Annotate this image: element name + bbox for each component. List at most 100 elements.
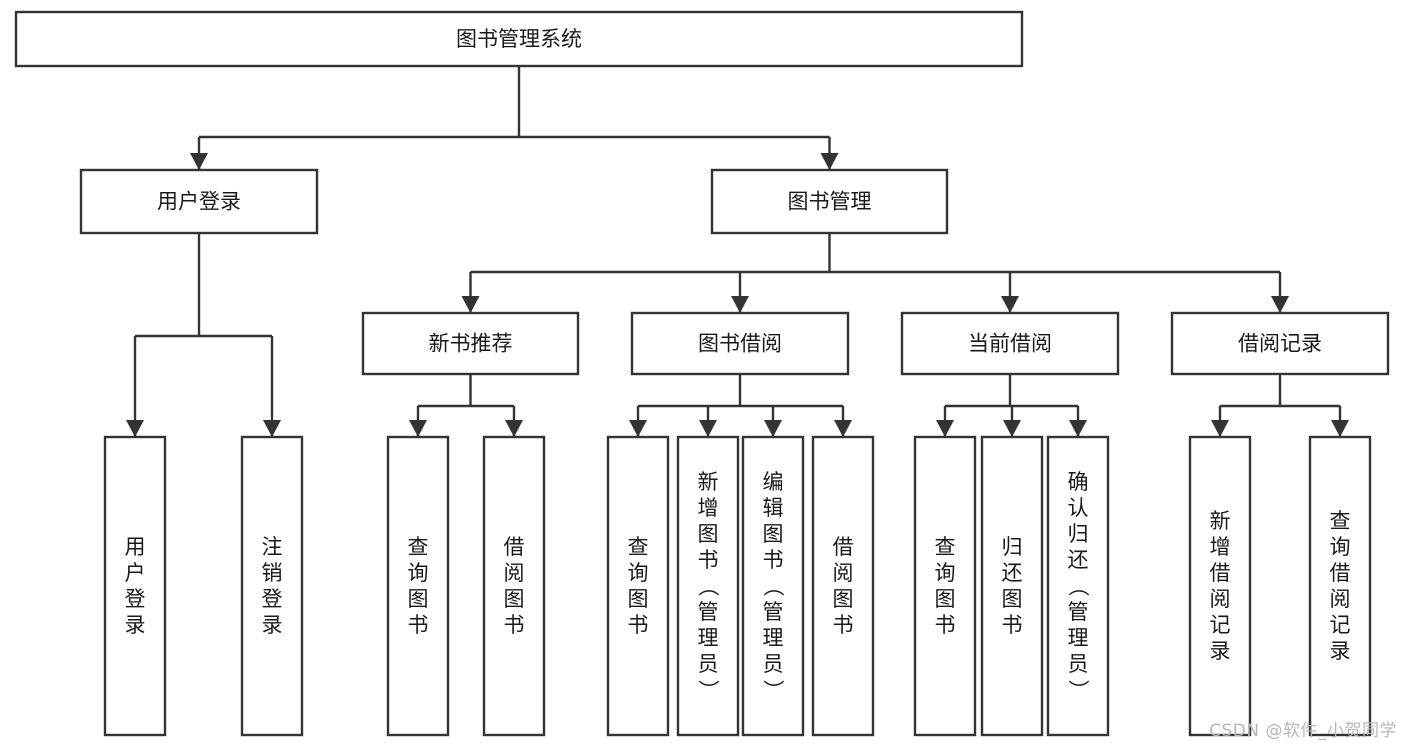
node-label-char: 书 (628, 613, 649, 637)
node-label-char: 理 (698, 626, 719, 650)
node-label-char: 录 (1330, 639, 1351, 663)
node-label-char: 管 (698, 600, 719, 624)
node-box-level3[interactable] (361, 311, 580, 376)
node-3-借阅记录[interactable]: 借阅记录 (1170, 311, 1390, 376)
node-label-char: 录 (125, 613, 146, 637)
arrow-head-icon (1331, 420, 1349, 437)
node-label: 图书管理系统 (456, 27, 582, 51)
node-label-char: 图 (698, 522, 719, 546)
node-0-新书推荐[interactable]: 新书推荐 (361, 311, 580, 376)
node-box-leaf[interactable] (676, 435, 740, 737)
node-label-char: （ (761, 576, 785, 597)
node-label-char: 管 (763, 600, 784, 624)
arrow-head-icon (1069, 420, 1087, 437)
node-label-char: 借 (1330, 561, 1351, 585)
node-label-char: 询 (408, 561, 429, 585)
node-label-char: 归 (1068, 522, 1089, 546)
node-label-char: 图 (504, 587, 525, 611)
node-box-leaf[interactable] (482, 435, 546, 737)
arrow-head-icon (461, 296, 480, 313)
arrow-head-icon (505, 420, 523, 437)
node-label: 新书推荐 (429, 332, 513, 356)
node-label-char: 用 (125, 535, 146, 559)
node-box-leaf[interactable] (811, 435, 875, 737)
node-box-leaf[interactable] (980, 435, 1044, 737)
node-2-当前借阅[interactable]: 当前借阅 (900, 311, 1120, 376)
node-label-char: 图 (1002, 587, 1023, 611)
node-box-root[interactable] (14, 10, 1024, 68)
node-1-图书借阅[interactable]: 图书借阅 (630, 311, 850, 376)
node-layer: 新书推荐图书借阅当前借阅借阅记录用户登录图书管理图书管理系统用户登录注销登录查询… (14, 10, 1390, 737)
node-label-char: 确 (1068, 470, 1089, 494)
node-label-char: 员 (698, 652, 719, 676)
node-box-leaf[interactable] (386, 435, 450, 737)
node-label-char: 记 (1330, 613, 1351, 637)
node-label-char: 登 (262, 587, 283, 611)
node-label-char: ） (696, 680, 720, 701)
node-box-leaf[interactable] (913, 435, 977, 737)
node-label-char: 书 (935, 613, 956, 637)
node-box-leaf[interactable] (741, 435, 805, 737)
node-label-char: 编 (763, 470, 784, 494)
node-label-char: 书 (833, 613, 854, 637)
node-box-level2[interactable] (710, 168, 949, 235)
node-label-char: 书 (408, 613, 429, 637)
node-1-图书管理[interactable]: 图书管理 (710, 168, 949, 235)
node-label: 图书管理 (788, 190, 872, 214)
node-label-char: （ (696, 576, 720, 597)
node-label-char: ） (761, 680, 785, 701)
arrow-head-icon (1003, 420, 1021, 437)
node-label-char: 辑 (763, 496, 784, 520)
node-label-char: 理 (763, 626, 784, 650)
node-box-level3[interactable] (900, 311, 1120, 376)
node-label-char: 认 (1068, 496, 1089, 520)
arrow-head-icon (126, 420, 144, 437)
node-label-char: 销 (262, 561, 283, 585)
node-box-leaf[interactable] (103, 435, 167, 737)
node-0-图书管理系统[interactable]: 图书管理系统 (14, 10, 1024, 68)
node-label-char: 登 (125, 587, 146, 611)
node-label: 借阅记录 (1238, 332, 1322, 356)
node-label-char: 阅 (1210, 587, 1231, 611)
node-label-char: 录 (1210, 639, 1231, 663)
node-label-char: 书 (763, 548, 784, 572)
node-box-level2[interactable] (79, 168, 319, 235)
node-box-leaf[interactable] (1046, 435, 1110, 737)
node-label-char: 户 (125, 561, 146, 585)
node-label-char: 图 (833, 587, 854, 611)
node-label: 用户登录 (157, 190, 241, 214)
arrow-head-icon (936, 420, 954, 437)
node-box-leaf[interactable] (606, 435, 670, 737)
node-label-char: （ (1066, 576, 1090, 597)
node-box-leaf[interactable] (240, 435, 304, 737)
node-label-char: 书 (698, 548, 719, 572)
arrow-head-icon (629, 420, 647, 437)
node-label-char: 图 (935, 587, 956, 611)
node-box-leaf[interactable] (1308, 435, 1372, 737)
arrow-head-icon (1211, 420, 1229, 437)
node-box-leaf[interactable] (1188, 435, 1252, 737)
node-label-char: 询 (628, 561, 649, 585)
node-box-level3[interactable] (630, 311, 850, 376)
node-box-level3[interactable] (1170, 311, 1390, 376)
node-0-用户登录[interactable]: 用户登录 (103, 435, 167, 737)
arrow-head-icon (263, 420, 281, 437)
node-label-char: 增 (698, 496, 719, 520)
node-label-char: 查 (1330, 509, 1351, 533)
node-0-用户登录[interactable]: 用户登录 (79, 168, 319, 235)
node-label-char: 借 (504, 535, 525, 559)
node-label-char: 阅 (504, 561, 525, 585)
